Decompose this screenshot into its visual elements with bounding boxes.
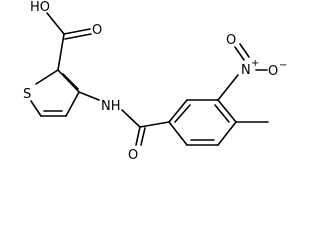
label-carboxyl-o: O <box>92 23 102 38</box>
label-thiophene-s: S <box>23 87 31 102</box>
bond-benzene-3-4-inner <box>214 104 230 123</box>
bond-thiophene-c2-c3-inner <box>62 73 79 90</box>
bond-nh-carbonyl <box>121 109 141 128</box>
label-amide-nh: NH <box>101 99 121 114</box>
bond-carbonyl-benzene <box>139 121 170 128</box>
bond-thiophene-c2-c3 <box>57 69 80 93</box>
bond-benzene-4-5 <box>217 121 237 146</box>
atom-labels: HO O S NH O N + O O − <box>23 0 287 163</box>
bond-thiophene-c5-s <box>30 100 42 117</box>
molecule-structure: HO O S NH O N + O O − <box>23 0 287 163</box>
bonds <box>30 12 269 146</box>
bond-nitro-o-top-b <box>239 43 250 58</box>
bond-benzene-3-4 <box>217 99 237 123</box>
bond-thiophene-s-c2 <box>35 69 59 85</box>
bond-carbonyl-o-a <box>135 126 141 146</box>
label-nitro-n: N <box>241 63 251 78</box>
bond-ring-nh <box>78 91 100 101</box>
bond-carbonyl-o-b <box>140 127 146 146</box>
label-nitro-o-charge: − <box>279 60 287 71</box>
bond-nitro-o-top-a <box>234 46 245 61</box>
bond-c-o-double-a <box>63 28 91 35</box>
bond-benzene-1-2-inner <box>174 104 191 123</box>
label-amide-o: O <box>128 148 138 163</box>
label-carboxyl-oh: HO <box>30 0 50 15</box>
label-nitro-o-top: O <box>226 33 236 48</box>
bond-ring-nitro <box>217 74 239 101</box>
bond-benzene-6-1 <box>168 121 188 146</box>
bond-c-oh <box>46 12 65 35</box>
label-nitro-n-charge: + <box>251 58 259 69</box>
bond-cooh-ring <box>57 33 65 71</box>
bond-benzene-1-2 <box>168 99 188 123</box>
bond-c-o-double-b <box>64 33 92 40</box>
label-nitro-o-right: O <box>268 64 278 79</box>
bond-thiophene-c3-c4 <box>65 91 80 117</box>
